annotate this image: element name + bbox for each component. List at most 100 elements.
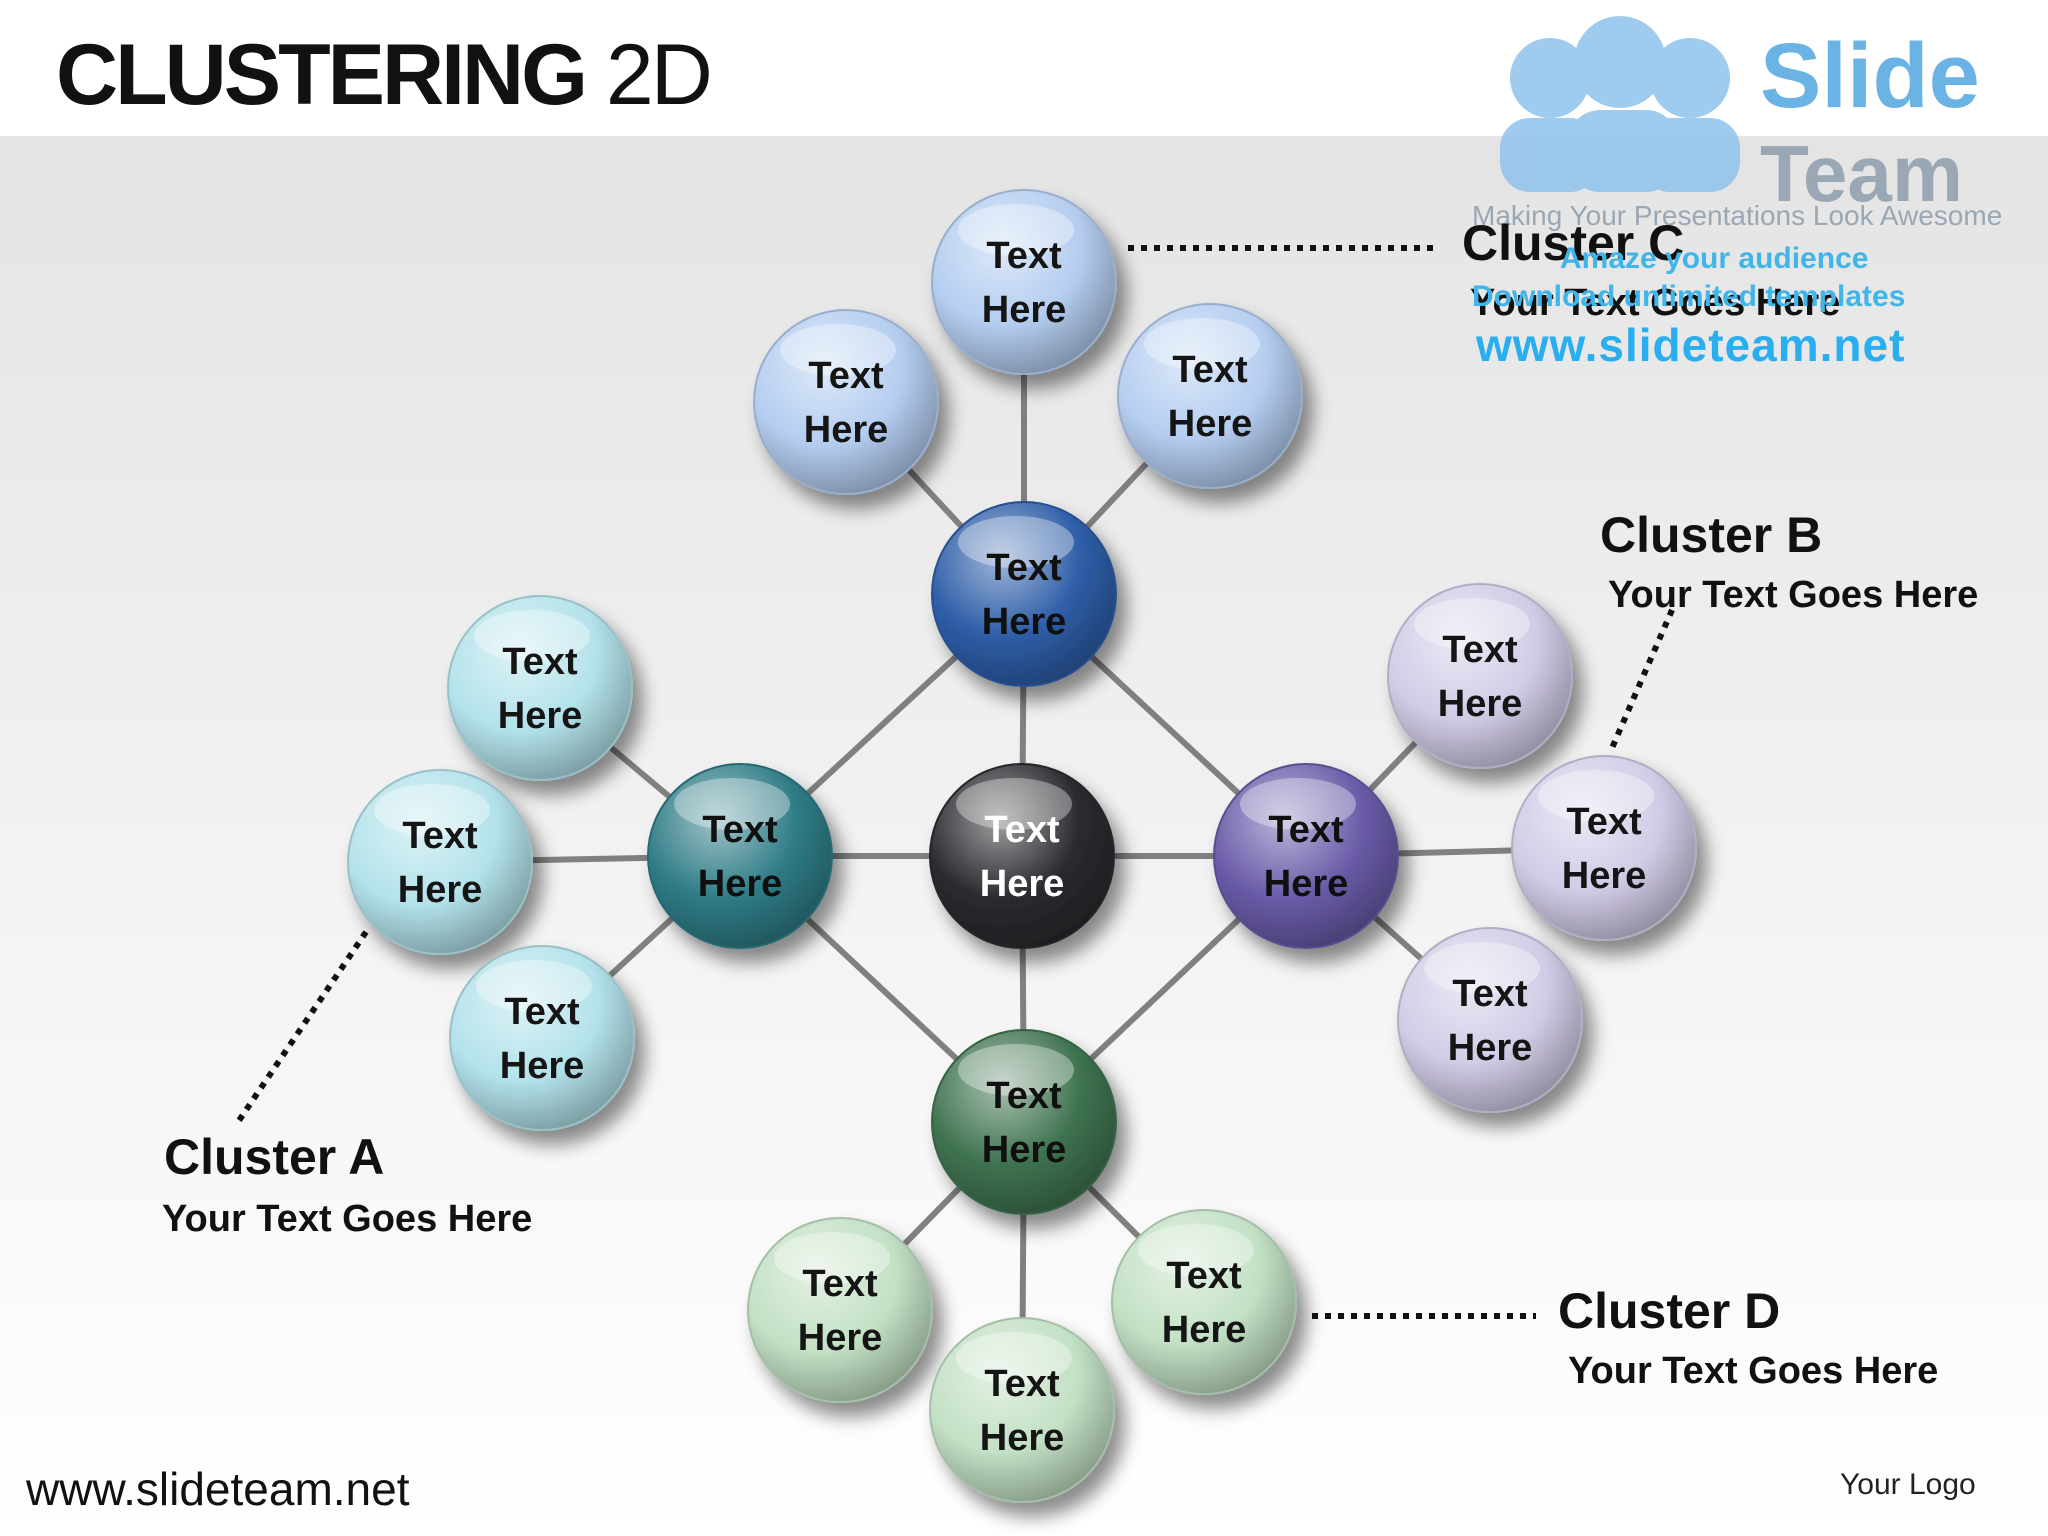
node-highlight bbox=[1240, 778, 1356, 830]
node-circle bbox=[1387, 583, 1573, 769]
node-circle bbox=[931, 1029, 1117, 1215]
node-label-line1: Text bbox=[702, 809, 778, 851]
cluster-b-subtext: Your Text Goes Here bbox=[1608, 574, 1979, 616]
node-label-line1: Text bbox=[984, 1363, 1060, 1405]
watermark-brand-top: Slide bbox=[1760, 25, 1980, 127]
node-highlight bbox=[958, 516, 1074, 568]
node-label-line2: Here bbox=[498, 695, 583, 737]
cluster-d-subtext: Your Text Goes Here bbox=[1568, 1350, 1939, 1392]
watermark-url: www.slideteam.net bbox=[1476, 319, 1906, 371]
leader-lines bbox=[235, 245, 1675, 1319]
node-circle bbox=[1511, 755, 1697, 941]
node-highlight bbox=[1144, 318, 1260, 370]
nodes: TextHereTextHereTextHereTextHereTextHere… bbox=[347, 189, 1697, 1503]
node-label-line1: Text bbox=[802, 1263, 878, 1305]
node-highlight bbox=[1414, 598, 1530, 650]
node-label-line2: Here bbox=[1264, 863, 1349, 905]
logo-head-2 bbox=[1574, 16, 1666, 108]
cluster-a-heading: Cluster A bbox=[164, 1129, 385, 1185]
logo-body-3 bbox=[1640, 118, 1740, 192]
node-label-line1: Text bbox=[1566, 801, 1642, 843]
node-label-line1: Text bbox=[986, 1075, 1062, 1117]
node-circle bbox=[647, 763, 833, 949]
node-label-line2: Here bbox=[398, 869, 483, 911]
watermark-line1: Amaze your audience bbox=[1560, 242, 1869, 275]
cluster-b-heading: Cluster B bbox=[1600, 507, 1823, 563]
node-label-line2: Here bbox=[698, 863, 783, 905]
node-label-line2: Here bbox=[1162, 1309, 1247, 1351]
node-highlight bbox=[374, 784, 490, 836]
node-label-line1: Text bbox=[1452, 973, 1528, 1015]
slideteam-logo-figures bbox=[1500, 16, 1740, 192]
node-circle bbox=[931, 501, 1117, 687]
node-circle bbox=[1213, 763, 1399, 949]
node-circle bbox=[449, 945, 635, 1131]
node-label-line1: Text bbox=[986, 547, 1062, 589]
node-circle bbox=[347, 769, 533, 955]
node-label-line2: Here bbox=[982, 1129, 1067, 1171]
footer-logo: Your Logo bbox=[1840, 1468, 1976, 1501]
node-highlight bbox=[674, 778, 790, 830]
node-label-line2: Here bbox=[980, 863, 1065, 905]
node-label-line2: Here bbox=[500, 1045, 585, 1087]
node-highlight bbox=[474, 610, 590, 662]
node-highlight bbox=[780, 324, 896, 376]
node-highlight bbox=[476, 960, 592, 1012]
node-label-line2: Here bbox=[804, 409, 889, 451]
node-highlight bbox=[958, 1044, 1074, 1096]
node-circle bbox=[1397, 927, 1583, 1113]
node-label-line1: Text bbox=[986, 235, 1062, 277]
node-label-line2: Here bbox=[1438, 683, 1523, 725]
node-label-line1: Text bbox=[1268, 809, 1344, 851]
node-circle bbox=[447, 595, 633, 781]
node-label-line2: Here bbox=[798, 1317, 883, 1359]
watermark-tagline: Making Your Presentations Look Awesome bbox=[1472, 200, 2003, 231]
footer-url[interactable]: www.slideteam.net bbox=[26, 1463, 410, 1515]
node-highlight bbox=[774, 1232, 890, 1284]
node-label-line2: Here bbox=[1562, 855, 1647, 897]
node-circle bbox=[753, 309, 939, 495]
node-label-line2: Here bbox=[982, 289, 1067, 331]
cluster-d-heading: Cluster D bbox=[1558, 1283, 1781, 1339]
cluster-a-subtext: Your Text Goes Here bbox=[162, 1198, 533, 1240]
node-label-line2: Here bbox=[982, 601, 1067, 643]
node-label-line1: Text bbox=[1442, 629, 1518, 671]
node-circle bbox=[929, 763, 1115, 949]
node-label-line2: Here bbox=[1448, 1027, 1533, 1069]
node-label-line1: Text bbox=[402, 815, 478, 857]
logo-head-1 bbox=[1510, 38, 1590, 118]
cluster-c-heading: Cluster C bbox=[1462, 215, 1685, 271]
node-label-line1: Text bbox=[808, 355, 884, 397]
node-highlight bbox=[958, 204, 1074, 256]
title-bold: CLUSTERING bbox=[56, 27, 588, 123]
node-highlight bbox=[956, 778, 1072, 830]
node-highlight bbox=[1138, 1224, 1254, 1276]
node-highlight bbox=[1538, 770, 1654, 822]
node-circle bbox=[931, 189, 1117, 375]
watermark-line2: Download unlimited templates bbox=[1472, 280, 1906, 313]
page-title: CLUSTERING 2D bbox=[56, 26, 713, 125]
cluster-c-subtext: Your Text Goes Here bbox=[1470, 282, 1841, 324]
node-label-line1: Text bbox=[1172, 349, 1248, 391]
node-label-line2: Here bbox=[1168, 403, 1253, 445]
title-light: 2D bbox=[605, 27, 713, 123]
logo-head-3 bbox=[1650, 38, 1730, 118]
node-label-line1: Text bbox=[1166, 1255, 1242, 1297]
node-circle bbox=[929, 1317, 1115, 1503]
